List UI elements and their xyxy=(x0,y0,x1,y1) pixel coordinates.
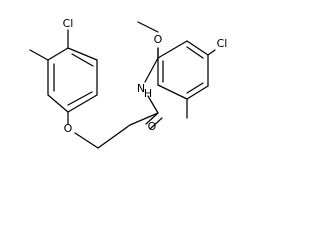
bond xyxy=(47,94,69,113)
chemical-structure-diagram: Cl O N H O O Cl xyxy=(0,0,251,185)
atom-labels: Cl O N H O O Cl xyxy=(63,17,228,135)
bond xyxy=(47,47,69,61)
bond xyxy=(71,53,94,67)
bond xyxy=(67,91,93,106)
bond xyxy=(137,21,159,33)
bonds xyxy=(29,21,216,149)
bond xyxy=(145,112,159,125)
bond xyxy=(186,46,204,59)
bond xyxy=(129,112,159,126)
bond xyxy=(157,84,188,100)
atom-o-ether: O xyxy=(64,122,73,135)
atom-cl-right: Cl xyxy=(217,37,228,50)
bond xyxy=(186,85,209,100)
atom-o-carbonyl: O xyxy=(148,120,157,133)
bond xyxy=(149,117,163,130)
bond xyxy=(74,132,99,149)
atom-o-methoxy: O xyxy=(154,33,163,46)
bond xyxy=(67,47,98,61)
bond xyxy=(147,95,159,114)
bond xyxy=(67,94,98,113)
bond xyxy=(186,40,209,56)
bond xyxy=(157,40,188,59)
background xyxy=(0,0,251,185)
atom-h-amide: H xyxy=(144,87,152,100)
bond xyxy=(186,82,204,94)
bond xyxy=(29,49,49,61)
bond xyxy=(144,57,159,83)
atom-cl-left: Cl xyxy=(63,17,74,30)
bond xyxy=(97,124,131,149)
bond xyxy=(207,49,216,56)
atom-n-amide: N xyxy=(137,82,145,95)
